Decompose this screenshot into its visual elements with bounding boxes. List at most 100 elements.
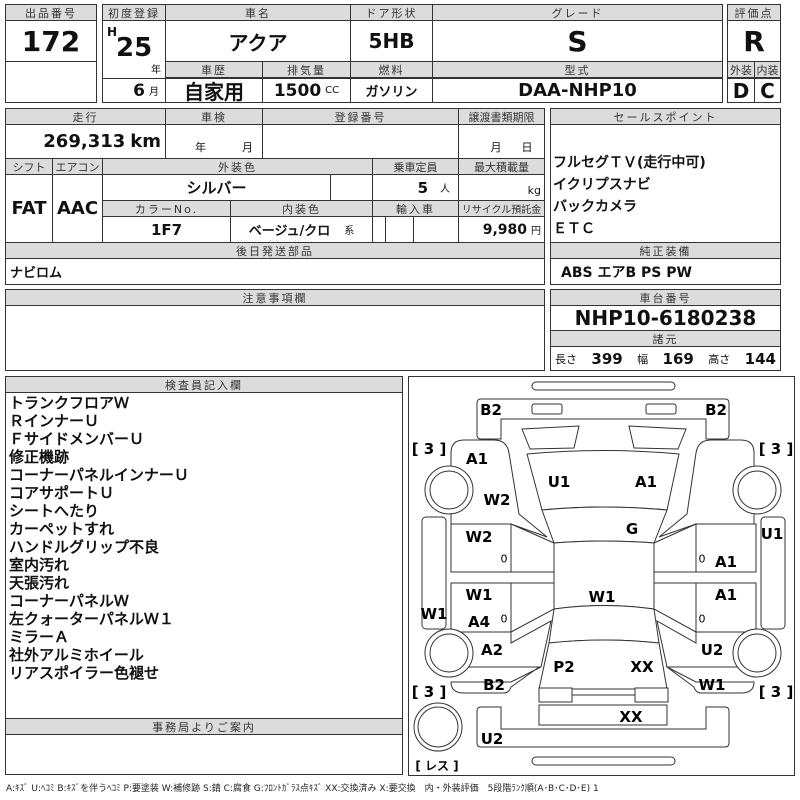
transfer-month-unit: 月 [490,141,502,154]
inspector-line: ＲインナーＵ [9,412,100,430]
inspector-line: ＦサイドメンバーＵ [9,430,145,448]
wheel-front-right-inner [737,470,777,510]
recycle-unit: 円 [531,226,541,237]
load: kg [458,174,545,201]
ac-label: エアコン [52,158,103,175]
front-bumper-bar [531,381,676,391]
sales-point: イクリプスナビ [553,177,651,193]
mark: W1 [466,586,493,604]
mark: U2 [701,641,724,659]
sales-points-list: フルセグＴＶ(走行中可) イクリプスナビ バックカメラ ＥＴＣ [553,152,706,240]
shift-label: シフト [5,158,53,175]
seats-value: 5 [417,178,428,197]
mark: W2 [466,528,493,546]
mark: W1 [421,605,448,623]
inspector-line: 室内汚れ [9,556,70,574]
model-label: 型式 [432,61,723,78]
inspector-line: コーナーパネルインナーＵ [9,466,189,484]
inspector-label: 検査員記入欄 [5,376,403,393]
headlight-right [628,425,687,450]
displacement-label: 排気量 [262,61,351,78]
era: H [107,25,118,39]
wheel-rear-left-inner [429,633,469,673]
inspector-line: 天張汚れ [9,574,70,592]
height: 144 [744,349,776,368]
int-color: ベージュ/クロ系 [230,216,373,243]
load-label: 最大積載量 [458,158,545,175]
spec-label: 諸元 [550,330,781,347]
inspector-line: カーペットすれ [9,520,115,538]
month: 6 [133,80,145,101]
c-pillar-right [653,582,697,633]
sales-point: バックカメラ [553,199,637,215]
lot-number: 172 [5,20,97,62]
rear-window [548,605,660,644]
displacement-unit: CC [325,85,340,96]
inspector-line: トランクフロアＷ [9,394,130,412]
mileage-value: 269,313 [43,131,126,152]
mark: 0 [501,613,508,626]
year: 25 [116,33,153,63]
transfer-label: 譲渡書類期限 [458,108,545,125]
c-pillar-left [510,582,555,633]
first-reg-label: 初度登録 [102,4,166,21]
tire-tread: [ 3 ] [759,683,794,701]
import-label: 輸入車 [372,200,459,217]
door-label: ドア形状 [350,4,433,21]
mark: 0 [501,553,508,566]
headlight-left [521,425,580,450]
car-diagram-svg: B2 B2 [ 3 ] [ 3 ] A1 U1 A1 W2 G W2 U1 0 … [412,381,794,773]
height-label: 高さ [708,352,731,366]
import-cell-c [413,216,459,243]
mark: U1 [548,473,571,491]
year-unit: 年 [151,65,161,76]
inspection-label: 車検 [165,108,263,125]
notes-box [5,305,545,371]
front-bumper [476,398,730,440]
a-pillar-left [510,523,555,573]
shift: FAT [5,174,53,243]
mark: G [626,520,638,538]
grade: S [432,20,723,62]
mark: B2 [480,401,502,419]
spare-wheel-inner [417,706,459,748]
recycle: 9,980 円 [458,216,545,243]
front-fender-left [450,439,548,538]
later-parts: ナビロム [5,258,545,285]
inspector-line: シートへたり [9,502,100,520]
history-label: 車歴 [165,61,263,78]
exterior-label: 外装 [727,61,755,78]
car-diagram: B2 B2 [ 3 ] [ 3 ] A1 U1 A1 W2 G W2 U1 0 … [408,376,795,776]
inspector-line: 左クォーターパネルＷ１ [9,610,174,628]
door-type: 5HB [350,20,433,62]
rear-fender-left [450,620,552,694]
trunk [538,639,668,690]
car-name: アクア [165,20,351,62]
legend: A:ｷｽﾞ U:ﾍｺﾐ B:ｷｽﾞを伴うﾍｺﾐ P:要塗装 W:補修跡 S:錆 … [6,784,599,794]
front-door-right [695,523,757,573]
first-reg-year: H 25 年 [102,20,166,79]
fog-light-left [531,403,563,415]
recycle-value: 9,980 [482,221,527,238]
color-label: 外装色 [102,158,373,175]
sales-point: フルセグＴＶ(走行中可) [553,155,706,171]
width-label: 幅 [637,352,649,366]
model: DAA-NHP10 [432,78,723,103]
inspector-line: ミラーＡ [9,628,70,646]
displacement-value: 1500 [273,80,322,101]
front-door-left [450,523,512,573]
color-no-label: カラーNo. [102,200,231,217]
notes-label: 注意事項欄 [5,289,545,306]
mark: U1 [761,525,784,543]
transfer-date: 月日 [458,124,545,159]
mark: A1 [715,586,737,604]
score: R [727,20,781,62]
mark: 0 [699,553,706,566]
inspector-line: コアサポートＵ [9,484,115,502]
mark: XX [630,658,654,676]
windshield [541,506,668,544]
mark: A2 [481,641,503,659]
seats-label: 乗車定員 [372,158,459,175]
import-cell-a [372,216,386,243]
